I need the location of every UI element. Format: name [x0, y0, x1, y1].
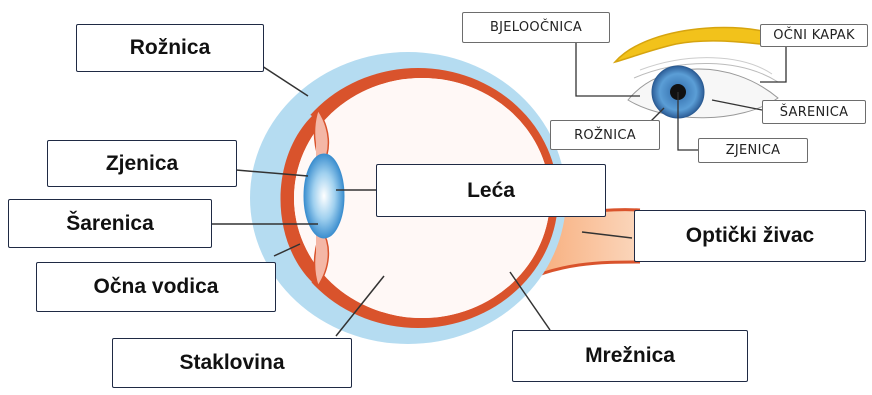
label-bjeloocnica-text: BJELOOČNICA: [490, 20, 582, 35]
label-mreznica-text: Mrežnica: [585, 344, 675, 368]
lens-shape: [304, 154, 344, 238]
label-roznica-small: ROŽNICA: [550, 120, 660, 150]
label-zjenica-text: Zjenica: [106, 152, 178, 176]
label-opticki-zivac: Optički živac: [634, 210, 866, 262]
label-sarenica: Šarenica: [8, 199, 212, 248]
label-ocni-kapak: OČNI KAPAK: [760, 24, 868, 47]
label-leca: Leća: [376, 164, 606, 217]
label-sarenica-small: ŠARENICA: [762, 100, 866, 124]
label-zjenica-small-text: ZJENICA: [726, 143, 781, 158]
label-leca-text: Leća: [467, 179, 515, 203]
label-sarenica-text: Šarenica: [66, 212, 154, 236]
label-mreznica: Mrežnica: [512, 330, 748, 382]
label-zjenica-small: ZJENICA: [698, 138, 808, 163]
label-staklovina: Staklovina: [112, 338, 352, 388]
label-sarenica-small-text: ŠARENICA: [780, 105, 849, 120]
label-staklovina-text: Staklovina: [179, 351, 284, 375]
label-roznica-text: Rožnica: [130, 36, 211, 60]
label-ocna-vodica: Očna vodica: [36, 262, 276, 312]
label-ocna-vodica-text: Očna vodica: [94, 275, 219, 299]
label-opticki-zivac-text: Optički živac: [686, 224, 814, 248]
label-ocni-kapak-text: OČNI KAPAK: [773, 28, 855, 43]
label-zjenica: Zjenica: [47, 140, 237, 187]
label-bjeloocnica: BJELOOČNICA: [462, 12, 610, 43]
label-roznica: Rožnica: [76, 24, 264, 72]
label-roznica-small-text: ROŽNICA: [574, 128, 636, 143]
